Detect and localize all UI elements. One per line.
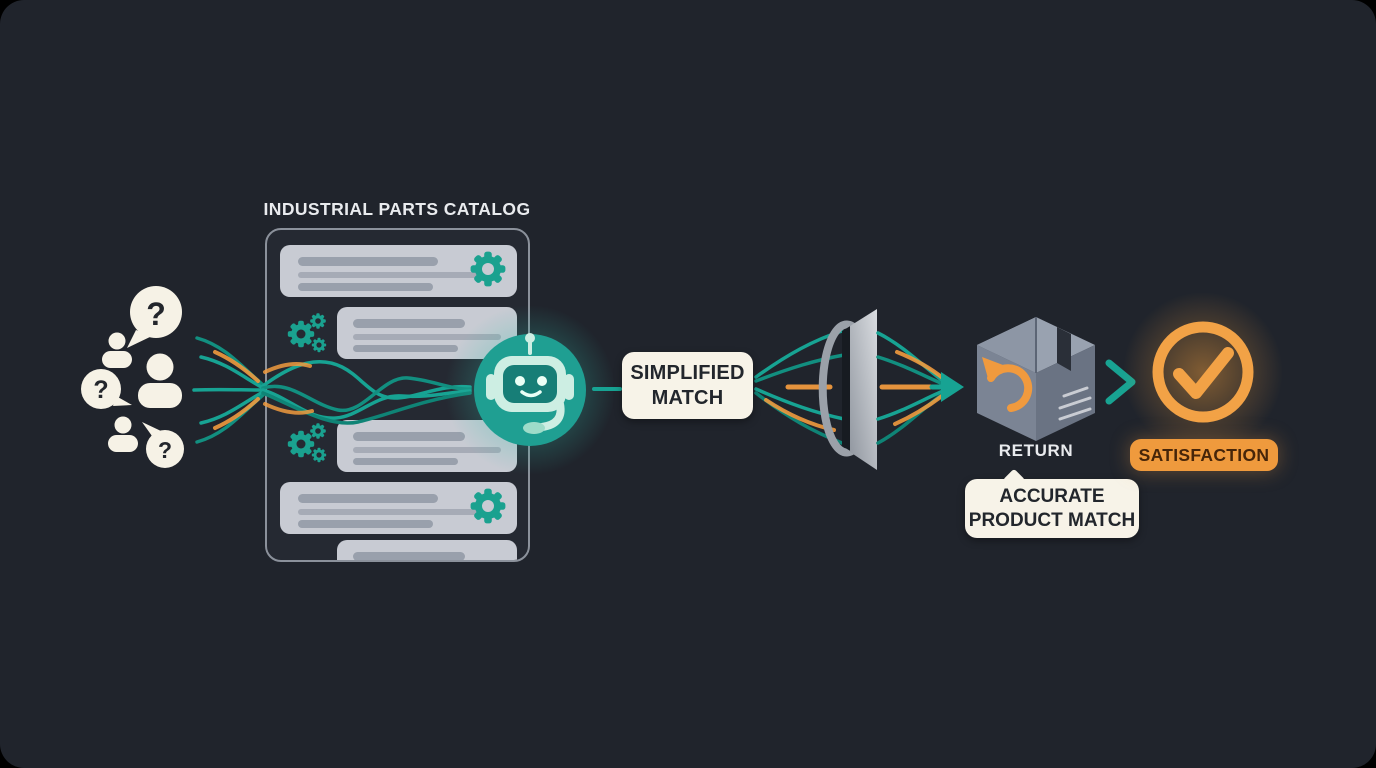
- gear-cluster-icon: [287, 423, 327, 463]
- return-arrow-icon: [987, 364, 1033, 412]
- flow-lines-users-to-catalog: [192, 336, 265, 444]
- robot-assistant-icon: [445, 305, 615, 475]
- satisfaction-badge: SATISFACTION: [1130, 439, 1278, 471]
- return-label: RETURN: [998, 441, 1074, 460]
- text-placeholder-bar: [353, 345, 458, 352]
- return-package-icon: [977, 317, 1095, 441]
- text-placeholder-bar: [353, 432, 465, 441]
- question-bubble-icon: ?: [81, 369, 132, 409]
- person-icon: [102, 332, 132, 368]
- text-placeholder-bar: [298, 509, 483, 515]
- text-placeholder-bar: [298, 272, 483, 278]
- text-placeholder-bar: [298, 257, 438, 266]
- simplified-match-label: SIMPLIFIED MATCH: [622, 352, 753, 419]
- gear-icon: [470, 251, 506, 287]
- satisfaction-text: SATISFACTION: [1138, 444, 1270, 465]
- question-bubble-icon: ?: [142, 422, 184, 468]
- flow-lines-inside-catalog: [261, 359, 472, 425]
- lens-filter-icon: [818, 309, 877, 470]
- text-placeholder-bar: [353, 458, 458, 465]
- gear-icon: [470, 488, 506, 524]
- simplified-match-text: SIMPLIFIED MATCH: [630, 362, 745, 409]
- question-mark: ?: [158, 437, 172, 463]
- users-cluster: ? ? ?: [81, 286, 184, 468]
- text-placeholder-bar: [298, 283, 433, 291]
- catalog-row: [337, 540, 517, 560]
- question-mark: ?: [146, 296, 166, 332]
- text-placeholder-bar: [353, 334, 501, 340]
- person-icon: [138, 353, 182, 408]
- check-circle-icon: [1123, 292, 1283, 452]
- text-placeholder-bar: [298, 494, 438, 503]
- text-placeholder-bar: [353, 552, 465, 560]
- question-mark: ?: [93, 376, 108, 404]
- catalog-title: INDUSTRIAL PARTS CATALOG: [263, 199, 531, 219]
- person-icon: [108, 416, 138, 452]
- text-placeholder-bar: [298, 520, 433, 528]
- gear-cluster-icon: [287, 313, 327, 353]
- accurate-product-match-text: ACCURATE PRODUCT MATCH: [968, 486, 1136, 531]
- accurate-product-match-callout: ACCURATE PRODUCT MATCH: [965, 468, 1139, 538]
- question-bubble-icon: ?: [127, 286, 182, 348]
- return-arrowhead: [982, 357, 1003, 382]
- text-placeholder-bar: [353, 319, 465, 328]
- text-placeholder-bar: [353, 447, 501, 453]
- flow-arrow-icon: [929, 372, 964, 402]
